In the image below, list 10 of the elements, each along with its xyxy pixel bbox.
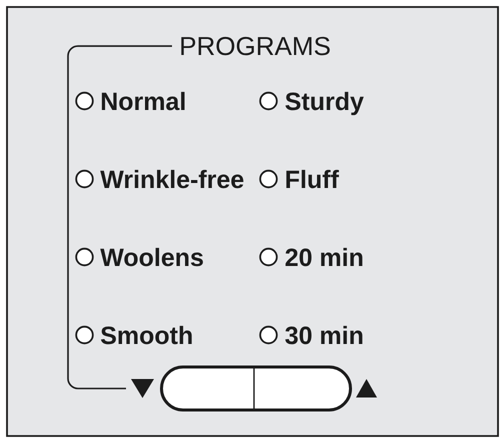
option-label: 20 min	[286, 248, 362, 266]
option-label: Fluff	[286, 170, 339, 188]
selector-button	[131, 366, 377, 412]
bracket-line	[67, 45, 172, 390]
option-label: Sturdy	[285, 92, 364, 116]
option-label: Woolens	[100, 248, 203, 266]
option-label: Wrinkle-free	[100, 170, 244, 188]
option-label: Normal	[102, 92, 185, 110]
heading: PROGRAMS	[181, 36, 330, 56]
option-label: Smooth	[100, 326, 192, 344]
